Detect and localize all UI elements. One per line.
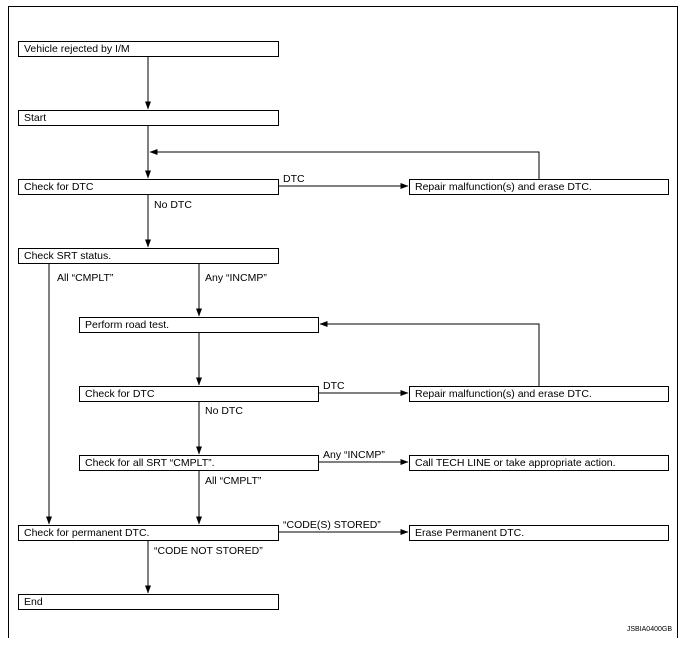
box-check-dtc-1: Check for DTC xyxy=(18,179,279,195)
box-repair-2: Repair malfunction(s) and erase DTC. xyxy=(409,386,669,402)
figure-code: JSBIA0400GB xyxy=(626,626,672,633)
label-no-dtc-1: No DTC xyxy=(154,199,192,211)
loop-repair2-to-road-test xyxy=(319,321,540,386)
label-all-cmplt-1: All “CMPLT” xyxy=(57,272,114,284)
box-end: End xyxy=(18,594,279,610)
box-start: Start xyxy=(18,110,279,126)
box-check-dtc-2: Check for DTC xyxy=(79,386,319,402)
label-all-cmplt-2: All “CMPLT” xyxy=(205,475,262,487)
label-dtc-1: DTC xyxy=(283,173,305,185)
diagram-frame xyxy=(8,6,678,638)
label-dtc-2: DTC xyxy=(323,380,345,392)
label-no-dtc-2: No DTC xyxy=(205,405,243,417)
box-repair-1: Repair malfunction(s) and erase DTC. xyxy=(409,179,669,195)
label-code-not-stored: “CODE NOT STORED” xyxy=(154,545,263,557)
label-any-incmp-2: Any “INCMP” xyxy=(323,449,385,461)
box-erase-permanent-dtc: Erase Permanent DTC. xyxy=(409,525,669,541)
box-check-permanent-dtc: Check for permanent DTC. xyxy=(18,525,279,541)
box-vehicle-rejected: Vehicle rejected by I/M xyxy=(18,41,279,57)
loop-repair1-to-check-dtc xyxy=(149,149,540,179)
box-call-tech-line: Call TECH LINE or take appropriate actio… xyxy=(409,455,669,471)
box-road-test: Perform road test. xyxy=(79,317,319,333)
label-codes-stored: “CODE(S) STORED” xyxy=(283,519,381,531)
box-check-srt: Check SRT status. xyxy=(18,248,279,264)
box-check-all-srt: Check for all SRT “CMPLT”. xyxy=(79,455,319,471)
label-any-incmp-1: Any “INCMP” xyxy=(205,272,267,284)
